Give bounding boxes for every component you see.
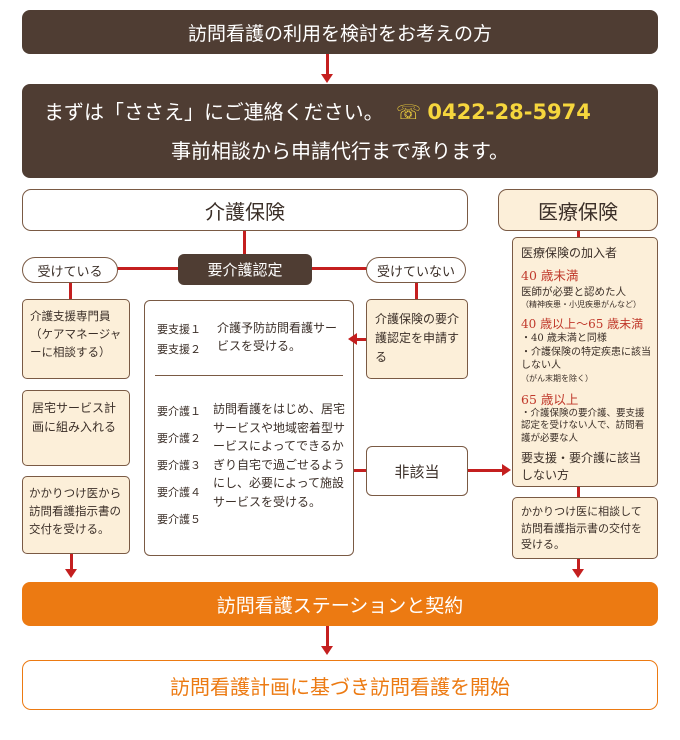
doctor-box: かかりつけ医に相談して訪問看護指示書の交付を受ける。 (512, 497, 658, 559)
receiving-pill: 受けている (22, 257, 118, 283)
connector (577, 231, 580, 237)
age-group-2-note: （がん末期を除く） (521, 373, 593, 383)
connector (468, 469, 503, 472)
arrow-left-icon (348, 333, 357, 345)
contact-line1: まずは「ささえ」にご連絡ください。 ☏ 0422-28-5974 (44, 100, 591, 124)
connector (243, 231, 246, 256)
arrow-shaft (326, 54, 329, 76)
left-step-3: かかりつけ医から訪問看護指示書の交付を受ける。 (22, 476, 130, 554)
support-level: 要支援２ (157, 343, 201, 356)
connector (69, 283, 72, 299)
care-level: 要介護５ (157, 513, 201, 526)
header-title: 訪問看護の利用を検討をお考えの方 (187, 22, 492, 45)
contact-banner: まずは「ささえ」にご連絡ください。 ☏ 0422-28-5974 事前相談から申… (22, 84, 658, 178)
iryo-members-box: 医療保険の加入者 40 歳未満 医師が必要と認めた人 （精神疾患・小児疾患がんな… (512, 237, 658, 487)
not-receiving-pill: 受けていない (366, 257, 466, 283)
contract-banner: 訪問看護ステーションと契約 (22, 582, 658, 626)
connector (415, 283, 418, 299)
iryo-title: 医療保険 (498, 189, 658, 231)
age-group-3-desc: ・介護保険の要介護、要支援認定を受けない人で、訪問看護が必要な人 (521, 407, 645, 445)
care-level: 要介護１ (157, 405, 201, 418)
arrow-down-icon (65, 569, 77, 578)
not-applicable-note: 要支援・要介護に該当しない方 (521, 450, 642, 482)
support-level: 要支援１ (157, 323, 201, 336)
arrow-down-icon (321, 646, 333, 655)
care-level-box: 要支援１ 要支援２ 介護予防訪問看護サービスを受ける。 要介護１ 要介護２ 要介… (144, 300, 354, 556)
care-level: 要介護４ (157, 486, 201, 499)
age-group-3: 65 歳以上 (521, 391, 579, 407)
connector (326, 626, 329, 648)
connector (355, 338, 366, 341)
age-group-2-desc: ・40 歳未満と同様 ・介護保険の特定疾患に該当しない人 (521, 333, 651, 371)
apply-box: 介護保険の要介護認定を申請する (366, 299, 468, 379)
phone-icon: ☏ (395, 100, 421, 124)
connector (577, 487, 580, 497)
age-group-1-desc: 医師が必要と認めた人 (521, 286, 626, 298)
certification-box: 要介護認定 (178, 254, 312, 285)
arrow-down-icon (572, 569, 584, 578)
connector (70, 554, 73, 570)
arrow-right-icon (502, 464, 511, 476)
connector (577, 559, 580, 570)
age-group-2: 40 歳以上〜65 歳未満 (521, 317, 644, 331)
not-applicable-box: 非該当 (366, 446, 468, 496)
age-group-1: 40 歳未満 (521, 268, 579, 283)
age-group-1-note: （精神疾患・小児疾患がんなど） (521, 300, 641, 309)
contact-line2: 事前相談から申請代行まで承ります。 (171, 139, 509, 163)
connector (354, 469, 366, 472)
divider (155, 375, 343, 376)
support-desc: 介護予防訪問看護サービスを受ける。 (217, 321, 338, 353)
members-title: 医療保険の加入者 (521, 246, 618, 260)
care-desc: 訪問看護をはじめ、居宅サービスや地域密着型サービスによってできるかぎり自宅で過ご… (213, 402, 346, 509)
left-step-1: 介護支援専門員（ケアマネージャーに相談する） (22, 299, 130, 379)
kaigo-title: 介護保険 (22, 189, 468, 231)
care-level: 要介護３ (157, 459, 201, 472)
left-step-2: 居宅サービス計画に組み入れる (22, 390, 130, 466)
arrow-down-icon (321, 74, 333, 83)
header-banner: 訪問看護の利用を検討をお考えの方 (22, 10, 658, 54)
care-level: 要介護２ (157, 432, 201, 445)
start-banner: 訪問看護計画に基づき訪問看護を開始 (22, 660, 658, 710)
phone-number[interactable]: 0422-28-5974 (427, 100, 591, 124)
